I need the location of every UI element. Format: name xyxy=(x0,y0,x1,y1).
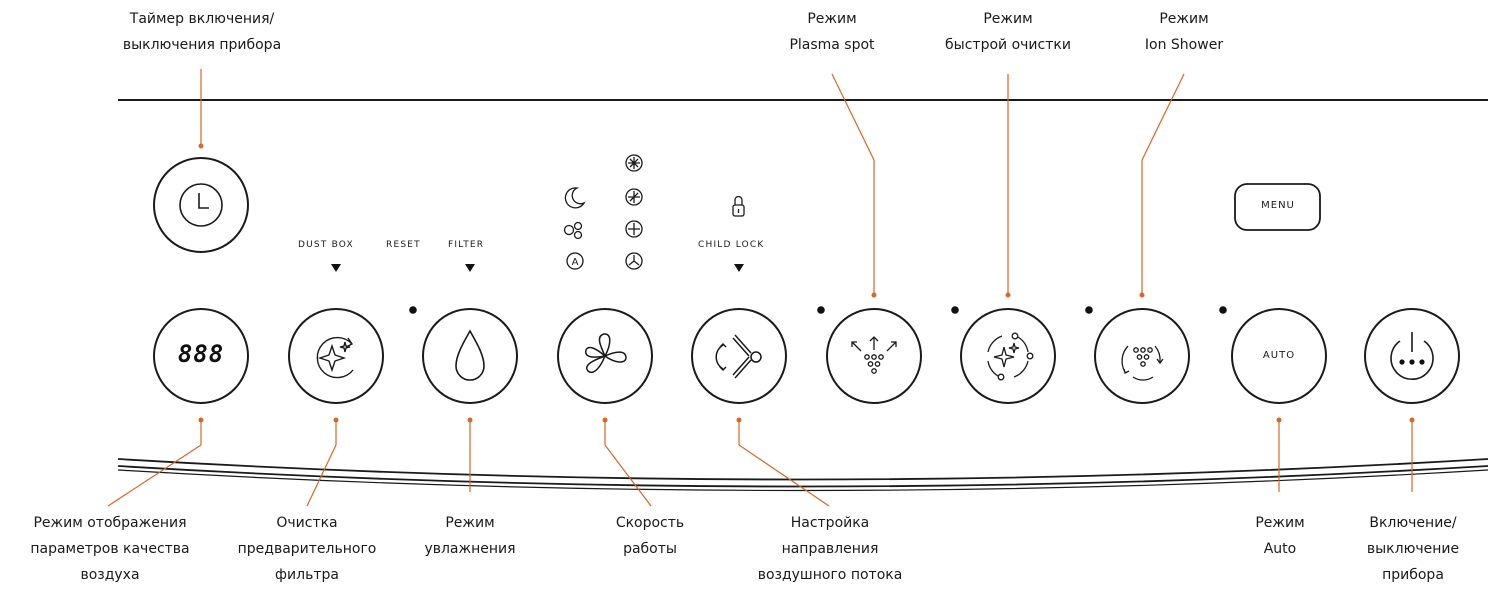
fan-speed-2-icon xyxy=(625,188,643,206)
power-button[interactable] xyxy=(1364,308,1460,404)
panel-bottom-edge-3 xyxy=(117,469,1488,492)
leader-air-quality-2 xyxy=(107,444,202,507)
moon-icon xyxy=(564,187,586,209)
bubbles-icon xyxy=(563,221,583,240)
fan-speed-1-icon xyxy=(625,154,643,172)
ion-shower-button[interactable] xyxy=(1094,308,1190,404)
padlock-icon xyxy=(732,195,745,217)
auto-button[interactable] xyxy=(1231,308,1327,404)
prefilter-button[interactable] xyxy=(288,308,384,404)
sparkle-rotate-icon xyxy=(316,336,354,379)
humidify-button[interactable] xyxy=(422,308,518,404)
leader-speed-2 xyxy=(604,444,652,507)
power-icon xyxy=(1390,332,1434,381)
label-timer: Таймер включения/выключения прибора xyxy=(122,11,282,53)
svg-text:A: A xyxy=(572,257,579,268)
leader-plasma xyxy=(831,73,875,161)
menu-button-label: MENU xyxy=(1261,200,1295,211)
leader-airflow-2 xyxy=(738,444,830,507)
leader-prefilter-2 xyxy=(306,444,337,507)
ion-shower-icon xyxy=(1121,345,1164,381)
fan-speed-3-icon xyxy=(625,220,643,238)
clock-icon xyxy=(179,183,223,227)
dust-box-arrow xyxy=(331,264,341,272)
caption-filter: FILTER xyxy=(448,240,485,250)
auto-button-label: AUTO xyxy=(1262,350,1296,361)
plasma-button[interactable] xyxy=(826,308,922,404)
fan-icon xyxy=(585,333,627,373)
leader-lines xyxy=(107,69,1413,507)
caption-reset: RESET xyxy=(386,240,421,250)
air-quality-button[interactable] xyxy=(153,308,249,404)
leader-ion xyxy=(1141,73,1185,161)
indicator-dots xyxy=(409,306,1227,314)
fan-speed-4-icon xyxy=(625,252,643,270)
caption-child-lock: CHILD LOCK xyxy=(698,240,765,250)
airflow-button[interactable] xyxy=(691,308,787,404)
speed-button[interactable] xyxy=(557,308,653,404)
airflow-swing-icon xyxy=(715,334,762,379)
timer-button[interactable] xyxy=(153,157,249,253)
menu-button[interactable] xyxy=(1234,183,1321,231)
quick-clean-icon xyxy=(987,332,1034,381)
leader-dots xyxy=(198,143,1415,423)
water-drop-icon xyxy=(455,329,485,381)
panel-bottom-edge-1 xyxy=(117,458,1488,481)
filter-arrow xyxy=(465,264,475,272)
auto-a-icon xyxy=(566,252,584,270)
caption-arrows xyxy=(331,264,744,272)
power-dots xyxy=(1399,359,1425,365)
quick-clean-button[interactable] xyxy=(960,308,1056,404)
child-lock-arrow xyxy=(734,264,744,272)
caption-dust-box: DUST BOX xyxy=(298,240,354,250)
plasma-spot-icon xyxy=(851,336,897,374)
digit-display-icon: 888 xyxy=(177,340,225,368)
